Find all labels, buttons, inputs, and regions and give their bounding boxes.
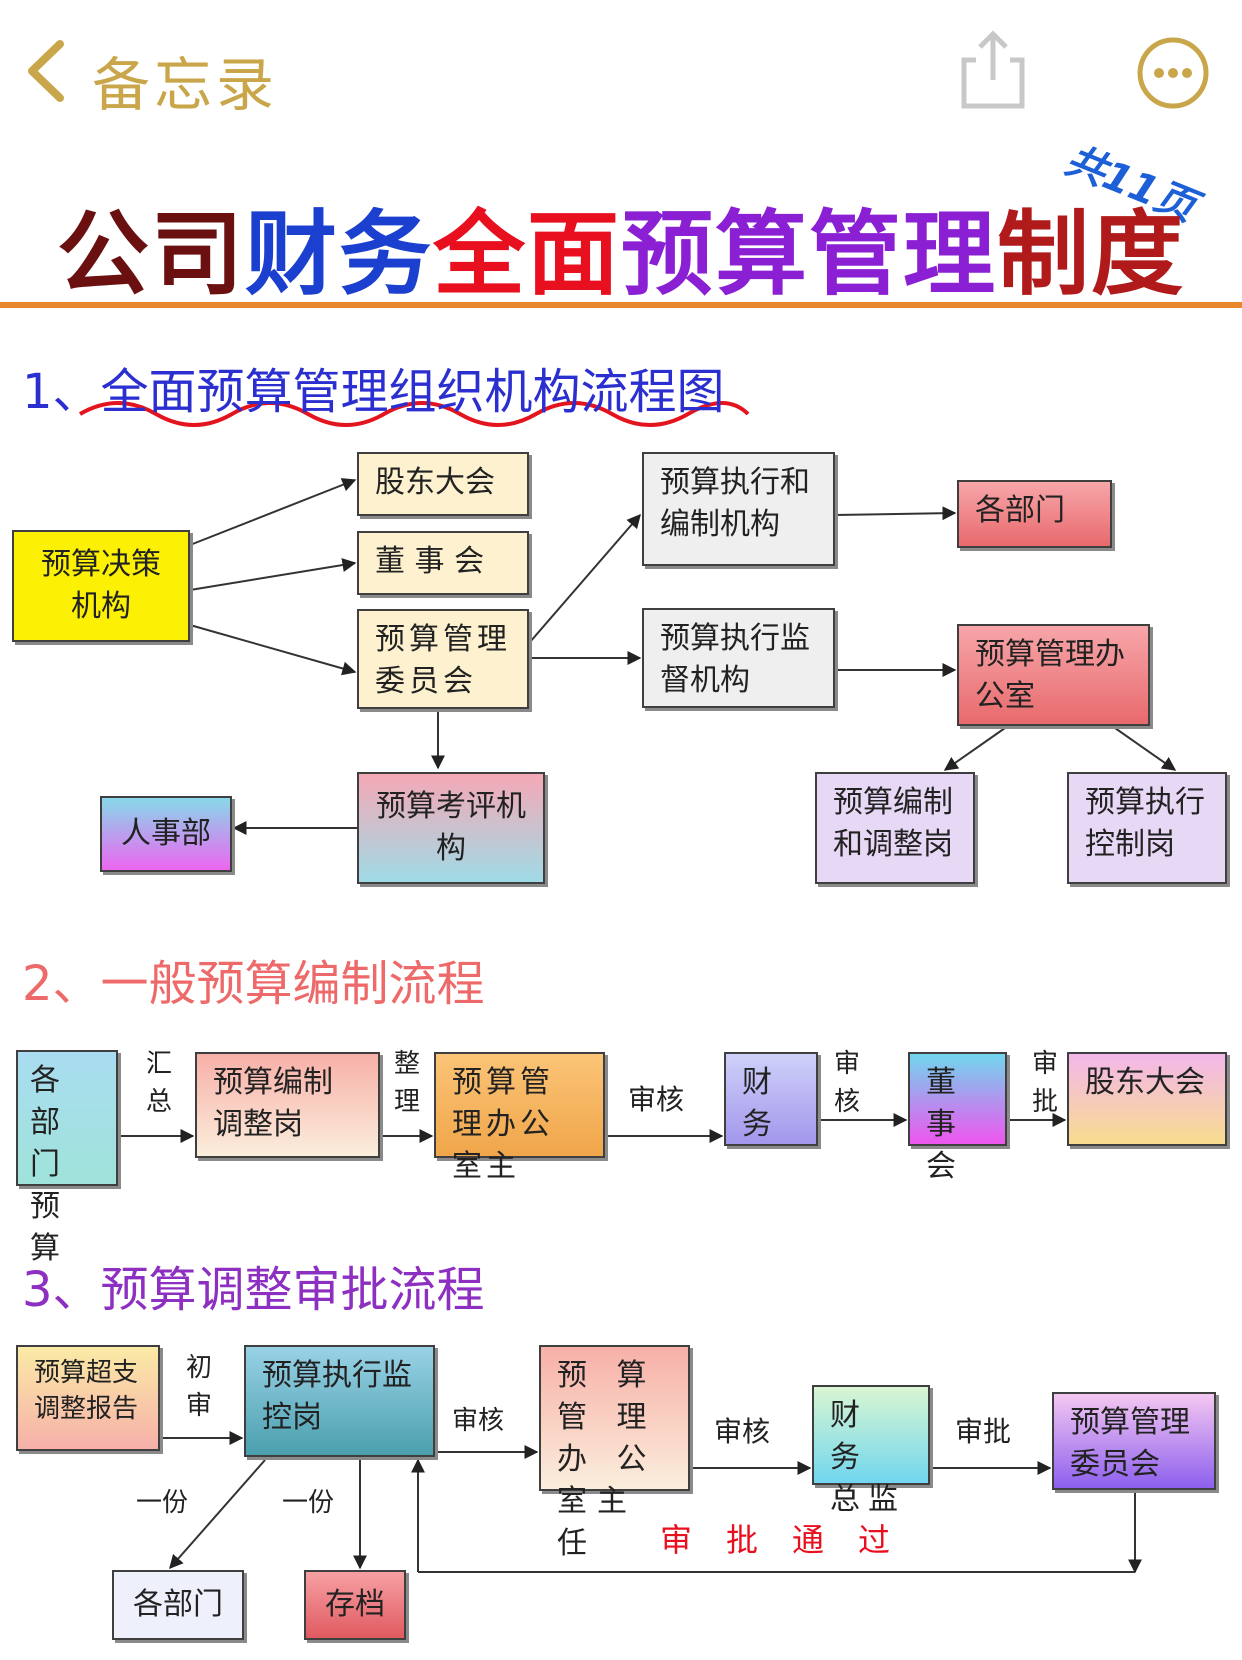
- flow3-label-review-1: 审核: [452, 1406, 505, 1436]
- more-icon[interactable]: [1136, 36, 1210, 110]
- flow3-label-approve: 审批: [955, 1415, 1012, 1448]
- flow3-node-archive: 存档: [304, 1570, 406, 1640]
- node-exec-supervise: 预算执行监督机构: [642, 608, 835, 708]
- title-part-5: 制度: [997, 201, 1186, 308]
- node-decision: 预算决策机构: [12, 530, 190, 642]
- section-2-title: 2、一般预算编制流程: [22, 956, 485, 1012]
- flow3-node-committee: 预算管理委员会: [1052, 1392, 1216, 1490]
- flow3-node-control-post: 预算执行监控岗: [244, 1345, 435, 1457]
- node-departments: 各部门: [957, 480, 1112, 548]
- flow2-label-review-1: 审核: [628, 1083, 685, 1116]
- node-shareholders: 股东大会: [357, 452, 529, 516]
- node-control-post: 预算执行控制岗: [1067, 772, 1227, 884]
- nav-bar: 备忘录: [0, 0, 1242, 150]
- flow2-label-organize: 整理: [393, 1049, 420, 1117]
- flow2-label-summarize: 汇总: [145, 1049, 172, 1117]
- flow2-label-review-2: 审核: [833, 1049, 860, 1117]
- node-evaluation: 预算考评机构: [357, 772, 545, 884]
- node-compile-post: 预算编制和调整岗: [815, 772, 975, 884]
- flow3-node-report: 预算超支调整报告: [16, 1345, 160, 1451]
- flow3-node-cfo: 财 务 总监: [812, 1385, 930, 1517]
- title-squiggle: [78, 401, 750, 427]
- flow2-node-compile-post: 预算编制调整岗: [195, 1052, 380, 1158]
- title-part-2: 财务: [244, 201, 433, 308]
- flow2-node-board: 董 事 会: [908, 1052, 1007, 1184]
- flow3-node-departments: 各部门: [112, 1570, 244, 1640]
- section-1-title: 1、全面预算管理组织机构流程图: [22, 364, 725, 420]
- node-office: 预算管理办公室: [957, 624, 1150, 726]
- flow2-node-office-head: 预算管理办公室主: [434, 1052, 605, 1184]
- flow2-node-finance: 财 务: [724, 1052, 818, 1146]
- chevron-left-icon[interactable]: [22, 38, 70, 104]
- page-title: 公司财务全面预算管理制度: [0, 180, 1242, 313]
- flow3-label-review-2: 审核: [714, 1415, 771, 1448]
- share-icon[interactable]: [958, 28, 1028, 112]
- node-hr: 人事部: [100, 796, 232, 872]
- title-part-4: 预算管理: [621, 201, 998, 308]
- flow2-node-shareholders: 股东大会: [1067, 1052, 1227, 1146]
- flow2-node-dept-budget: 各 部 门 预 算: [16, 1050, 118, 1266]
- back-button-label[interactable]: 备忘录: [92, 51, 279, 119]
- title-part-1: 公司: [56, 201, 245, 308]
- flow3-label-copy-1: 一份: [136, 1488, 189, 1518]
- flow3-label-approved: 审批通过: [660, 1521, 925, 1559]
- node-board: 董 事 会: [357, 531, 529, 595]
- flow3-node-office-head: 预 算 管 理 办 公 室主任: [539, 1345, 690, 1561]
- flow2-label-approve: 审批: [1031, 1049, 1058, 1117]
- node-committee: 预算管理委员会: [357, 609, 529, 709]
- flow3-label-copy-2: 一份: [282, 1488, 335, 1518]
- title-part-3: 全面: [432, 201, 621, 308]
- flow3-label-first-review: 初审: [185, 1353, 212, 1421]
- node-exec-compile: 预算执行和编制机构: [642, 452, 835, 566]
- title-divider: [0, 302, 1242, 308]
- section-3-title: 3、预算调整审批流程: [22, 1262, 485, 1318]
